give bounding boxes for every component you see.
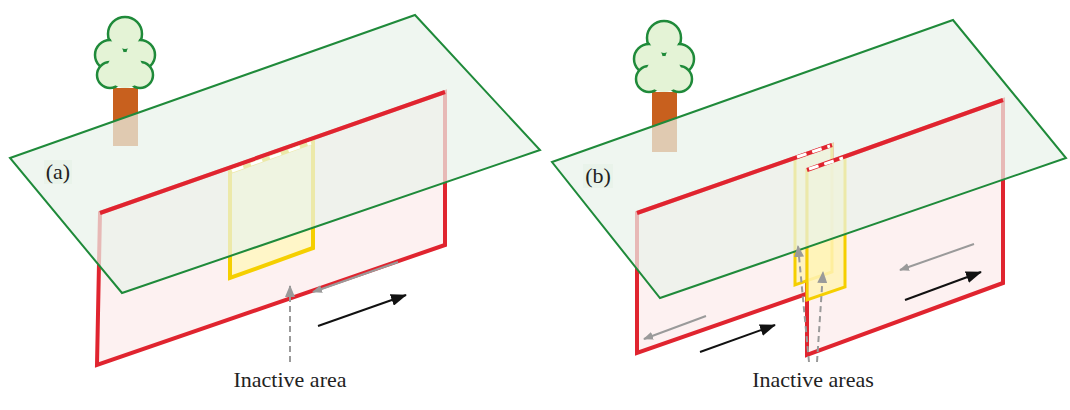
slip-arrow xyxy=(644,316,706,339)
ground-surface xyxy=(10,15,540,293)
tree-crown xyxy=(634,21,694,92)
panel-a xyxy=(10,15,540,365)
inactive-trace xyxy=(797,146,830,157)
slip-arrow xyxy=(313,262,398,292)
inactive-label: Inactive area xyxy=(234,368,347,392)
panel-letter: (b) xyxy=(583,164,613,188)
panel-letter: (a) xyxy=(44,160,72,184)
fault-trace xyxy=(807,100,1003,170)
leader-line xyxy=(289,286,291,362)
slip-arrow xyxy=(318,295,406,326)
inactive-trace xyxy=(809,158,843,169)
slip-arrow xyxy=(900,244,974,270)
leader-line xyxy=(798,246,809,362)
slip-arrow xyxy=(905,272,981,300)
fault-trace xyxy=(637,145,832,213)
panel-b xyxy=(552,20,1066,362)
leader-line xyxy=(817,272,823,362)
fault-trace xyxy=(100,92,445,213)
tree-crown xyxy=(95,17,155,88)
slip-arrow xyxy=(700,325,775,352)
ground-surface xyxy=(552,20,1066,298)
inactive-trace xyxy=(232,143,311,171)
inactive-label: Inactive areas xyxy=(752,368,874,392)
